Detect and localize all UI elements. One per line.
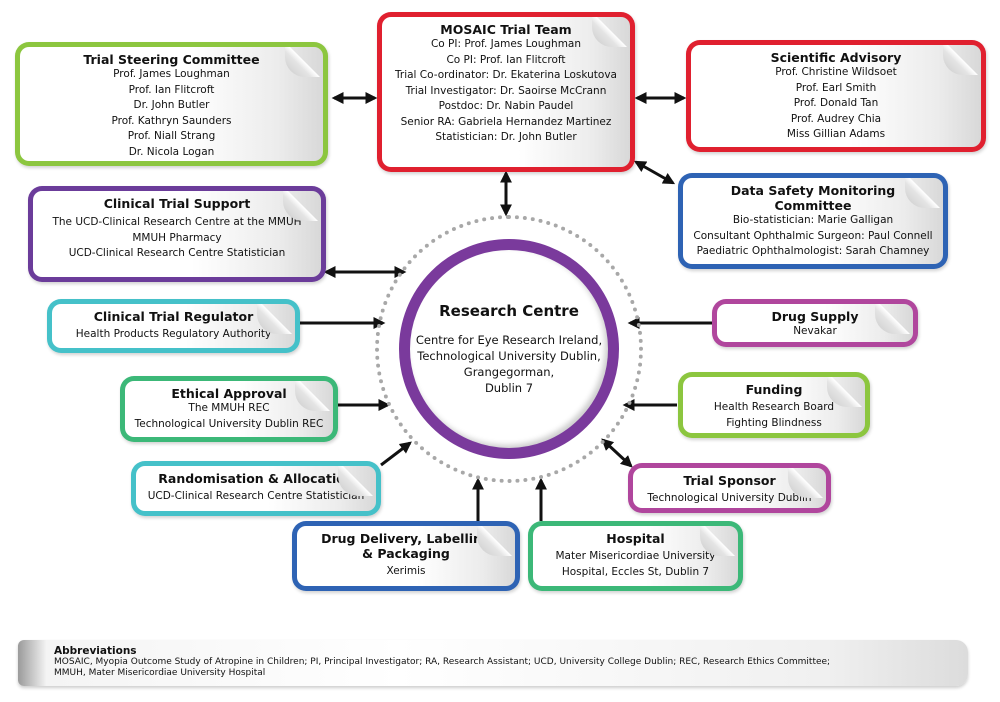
box-mosaic-trial-team: MOSAIC Trial Team Co PI: Prof. James Lou… bbox=[377, 12, 635, 172]
page-curl bbox=[283, 191, 321, 221]
box-hospital: Hospital Mater Misericordiae University … bbox=[528, 521, 743, 591]
box-trial-sponsor: Trial Sponsor Technological University D… bbox=[628, 463, 831, 513]
dotted-orbit bbox=[375, 215, 643, 483]
member-line: Co PI: Prof. James Loughman bbox=[430, 38, 582, 50]
member-line: UCD-Clinical Research Centre Statisticia… bbox=[147, 490, 365, 502]
member-line: Prof. Ian Flitcroft bbox=[128, 83, 215, 96]
box-title: Drug Supply bbox=[771, 309, 859, 324]
member-line: Xerimis bbox=[386, 565, 426, 577]
centre-ring: Research Centre Centre for Eye Research … bbox=[399, 239, 619, 459]
member-line: Prof. Donald Tan bbox=[793, 97, 879, 109]
page-curl bbox=[875, 304, 913, 334]
box-title: Ethical Approval bbox=[171, 386, 287, 401]
box-title: Funding bbox=[745, 382, 803, 397]
abbreviations-title: Abbreviations bbox=[54, 645, 137, 657]
box-randomisation-allocation: Randomisation & Allocation UCD-Clinical … bbox=[131, 461, 381, 516]
page-curl bbox=[700, 526, 738, 556]
centre-line: Dublin 7 bbox=[484, 381, 534, 395]
page-curl bbox=[788, 468, 826, 498]
member-line: Fighting Blindness bbox=[726, 416, 822, 429]
page-curl bbox=[592, 17, 630, 47]
box-ethical-approval: Ethical Approval The MMUH REC Technologi… bbox=[120, 376, 338, 442]
box-title-cont: Committee bbox=[774, 198, 852, 213]
box-title: Trial Steering Committee bbox=[83, 52, 260, 67]
centre-title: Research Centre bbox=[439, 302, 579, 320]
box-title: Scientific Advisory bbox=[770, 50, 902, 65]
member-line: Prof. James Loughman bbox=[113, 68, 230, 80]
member-line: Mater Misericordiae University bbox=[555, 550, 716, 562]
member-line: UCD-Clinical Research Centre Statisticia… bbox=[68, 247, 286, 259]
member-line: Prof. Earl Smith bbox=[795, 81, 877, 94]
centre-line: Grangegorman, bbox=[463, 365, 555, 379]
member-line: Prof. Niall Strang bbox=[127, 130, 216, 142]
member-line: Senior RA: Gabriela Hernandez Martinez bbox=[400, 115, 612, 128]
member-line: Trial Investigator: Dr. Saoirse McCrann bbox=[405, 84, 607, 97]
member-line: Technological University Dublin REC bbox=[134, 417, 324, 430]
box-title: Clinical Trial Support bbox=[103, 196, 251, 211]
page-curl bbox=[827, 377, 865, 407]
member-line: Miss Gillian Adams bbox=[786, 128, 886, 140]
box-title: Randomisation & Allocation bbox=[158, 471, 354, 486]
member-line: Co PI: Prof. Ian Flitcroft bbox=[446, 53, 566, 66]
box-title: Clinical Trial Regulator bbox=[93, 309, 254, 324]
abbreviations-line: MOSAIC, Myopia Outcome Study of Atropine… bbox=[54, 657, 831, 667]
member-line: Trial Co-ordinator: Dr. Ekaterina Loskut… bbox=[395, 69, 617, 81]
member-line: Consultant Ophthalmic Surgeon: Paul Conn… bbox=[693, 229, 933, 242]
member-line: Prof. Christine Wildsoet bbox=[775, 66, 897, 78]
arrow-mosaic-dsmc bbox=[633, 160, 676, 185]
box-title: Trial Sponsor bbox=[683, 473, 776, 488]
member-line: Dr. John Butler bbox=[133, 99, 210, 111]
centre-line: Technological University Dublin, bbox=[417, 349, 601, 363]
page-curl bbox=[943, 45, 981, 75]
centre-line: Centre for Eye Research Ireland, bbox=[415, 333, 603, 347]
member-line: Postdoc: Dr. Nabin Paudel bbox=[438, 100, 574, 112]
page-curl bbox=[477, 526, 515, 556]
member-line: Paediatric Ophthalmologist: Sarah Chamne… bbox=[696, 245, 930, 257]
member-line: Technological University Dublin bbox=[647, 492, 812, 504]
box-title: Data Safety Monitoring bbox=[730, 183, 896, 198]
member-line: The MMUH REC bbox=[188, 402, 270, 414]
page-curl bbox=[905, 178, 943, 208]
member-line: MMUH Pharmacy bbox=[132, 231, 222, 244]
box-title: Drug Delivery, Labelling bbox=[321, 531, 491, 546]
box-funding: Funding Health Research Board Fighting B… bbox=[678, 372, 870, 438]
member-line: Nevakar bbox=[793, 325, 837, 337]
page-curl bbox=[285, 47, 323, 77]
member-line: Bio-statistician: Marie Galligan bbox=[732, 214, 894, 226]
member-line: Health Research Board bbox=[713, 401, 835, 413]
box-data-safety-monitoring-committee: Data Safety Monitoring Committee Bio-sta… bbox=[678, 173, 948, 269]
box-clinical-trial-regulator: Clinical Trial Regulator Health Products… bbox=[47, 299, 300, 353]
member-line: The UCD-Clinical Research Centre at the … bbox=[52, 216, 302, 228]
box-clinical-trial-support: Clinical Trial Support The UCD-Clinical … bbox=[28, 186, 326, 282]
box-title: Hospital bbox=[606, 531, 665, 546]
research-centre-node: Research Centre Centre for Eye Research … bbox=[375, 215, 643, 483]
page-curl bbox=[338, 466, 376, 496]
page-curl bbox=[257, 304, 295, 334]
box-title: MOSAIC Trial Team bbox=[440, 22, 572, 37]
box-drug-supply: Drug Supply Nevakar bbox=[712, 299, 918, 347]
member-line: Dr. Nicola Logan bbox=[128, 145, 215, 158]
member-line: Statistician: Dr. John Butler bbox=[435, 131, 577, 143]
box-trial-steering-committee: Trial Steering Committee Prof. James Lou… bbox=[15, 42, 328, 166]
member-line: Prof. Kathryn Saunders bbox=[111, 114, 232, 127]
member-line: Hospital, Eccles St, Dublin 7 bbox=[561, 565, 710, 578]
box-title-cont: & Packaging bbox=[362, 546, 450, 561]
abbreviations-line: MMUH, Mater Misericordiae University Hos… bbox=[54, 668, 266, 678]
box-scientific-advisory: Scientific Advisory Prof. Christine Wild… bbox=[686, 40, 986, 152]
member-line: Health Products Regulatory Authority bbox=[75, 328, 272, 340]
page-curl bbox=[295, 381, 333, 411]
abbreviations-panel: Abbreviations MOSAIC, Myopia Outcome Stu… bbox=[18, 640, 968, 686]
box-drug-delivery-labelling-packaging: Drug Delivery, Labelling & Packaging Xer… bbox=[292, 521, 520, 591]
member-line: Prof. Audrey Chia bbox=[790, 112, 882, 125]
